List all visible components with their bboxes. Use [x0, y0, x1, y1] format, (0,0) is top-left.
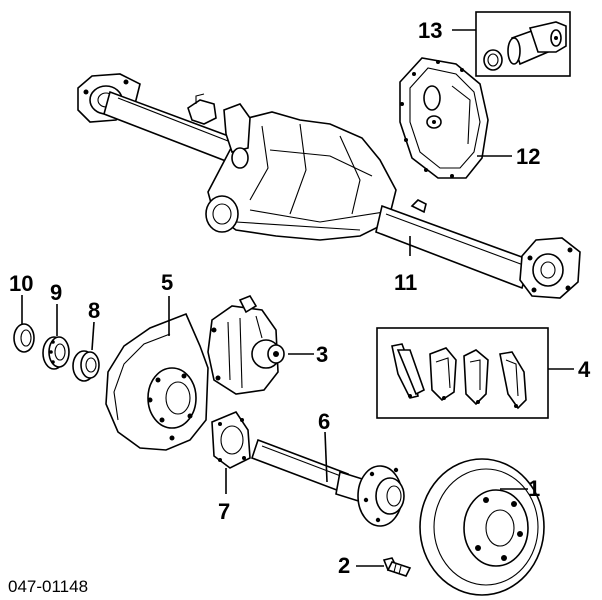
callout-11: 11	[394, 270, 417, 295]
callout-9: 9	[50, 280, 62, 305]
oil-seal	[13, 323, 35, 353]
callout-2: 2	[338, 553, 350, 578]
brake-rotor	[419, 458, 545, 596]
callout-4: 4	[578, 357, 591, 382]
differential-cover	[399, 57, 489, 179]
callout-3: 3	[316, 342, 328, 367]
wheel-bearing	[42, 336, 70, 370]
axle-housing	[77, 73, 581, 299]
callout-5: 5	[161, 270, 173, 295]
pinion-flange-kit	[475, 11, 571, 77]
inner-bearing-cone	[72, 350, 100, 382]
wheel-stud	[382, 557, 412, 577]
brake-caliper	[207, 295, 285, 395]
brake-pads-kit	[376, 327, 549, 419]
callout-8: 8	[88, 298, 100, 323]
callout-12: 12	[516, 144, 540, 169]
brake-dust-shield	[105, 312, 209, 451]
axle-shaft	[250, 438, 405, 527]
leader-lines	[21, 29, 574, 567]
callout-1: 1	[528, 476, 540, 501]
callout-10: 10	[9, 271, 33, 296]
catalog-number: 047-01148	[8, 577, 88, 596]
callout-7: 7	[218, 499, 230, 524]
callout-6: 6	[318, 409, 330, 434]
callout-13: 13	[418, 18, 442, 43]
shield-gasket	[211, 411, 251, 469]
